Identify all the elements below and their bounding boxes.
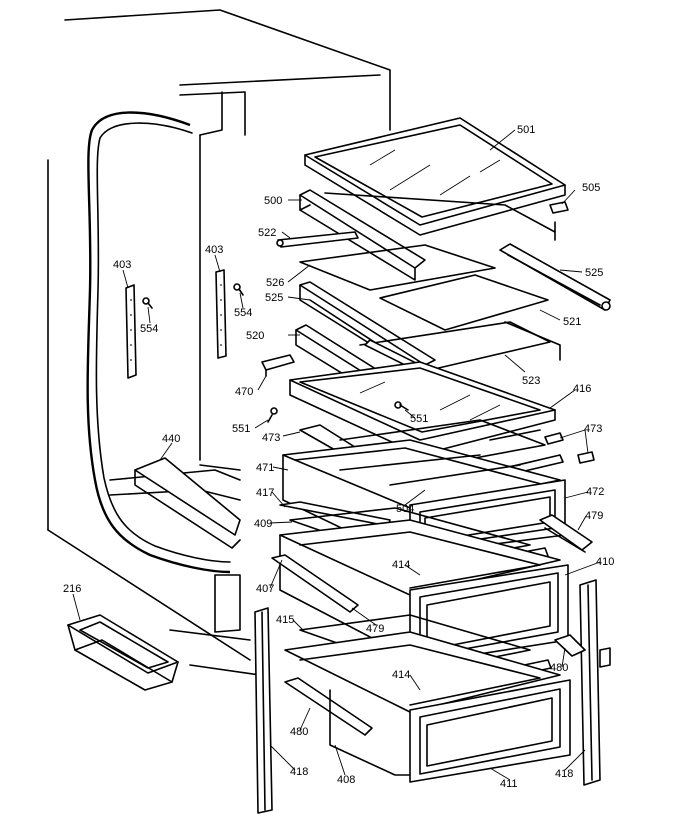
callout-500: 500 (264, 195, 282, 207)
callout-554-right: 554 (234, 307, 252, 319)
cover-473-right (544, 432, 595, 464)
panel-521 (379, 274, 549, 331)
leader-lines (72, 129, 601, 781)
slide-480-left (284, 677, 373, 736)
callout-526: 526 (266, 277, 284, 289)
rail-418-left (254, 607, 273, 814)
bracket-470 (261, 354, 295, 377)
rail-418-right (579, 579, 611, 786)
cover-440 (134, 457, 241, 549)
callout-labels: 501 505 500 522 525 526 525 521 520 523 … (63, 124, 614, 790)
callout-471: 471 (256, 462, 274, 474)
callout-418-left: 418 (290, 766, 308, 778)
callout-523: 523 (522, 375, 540, 387)
screw-554-left (142, 297, 153, 309)
pan-408 (284, 631, 561, 776)
callout-501: 501 (517, 124, 535, 136)
callout-408: 408 (337, 774, 355, 786)
callout-520: 520 (246, 330, 264, 342)
callout-480-right: 480 (550, 662, 568, 674)
callout-414-upper: 414 (392, 559, 410, 571)
callout-473-right: 473 (584, 423, 602, 435)
callout-472: 472 (586, 486, 604, 498)
callout-410: 410 (596, 556, 614, 568)
callout-216: 216 (63, 583, 81, 595)
screw-551-center (394, 401, 409, 411)
callout-521: 521 (563, 316, 581, 328)
callout-414-lower: 414 (392, 669, 410, 681)
slide-479-left (271, 554, 359, 613)
callout-470: 470 (235, 386, 253, 398)
callout-480-left: 480 (290, 726, 308, 738)
rail-417 (279, 501, 391, 527)
callout-473-left: 473 (262, 432, 280, 444)
callout-479-left: 479 (366, 623, 384, 635)
screw-551-left (267, 407, 278, 423)
callout-407: 407 (256, 583, 274, 595)
callout-551-left: 551 (232, 423, 250, 435)
callout-416: 416 (573, 383, 591, 395)
callout-479-right: 479 (585, 510, 603, 522)
callout-554-left: 554 (140, 323, 158, 335)
clip-505 (549, 201, 569, 214)
liner-rail-403-right (215, 269, 227, 359)
callout-403-left: 403 (113, 259, 131, 271)
bin-216 (67, 614, 179, 691)
callout-551-center: 551 (410, 413, 428, 425)
callout-418-right: 418 (555, 768, 573, 780)
callout-525-left: 525 (265, 292, 283, 304)
callout-505: 505 (582, 182, 600, 194)
refrigerator-cabinet (47, 9, 391, 676)
screw-554-right (233, 283, 244, 296)
callout-522: 522 (258, 227, 276, 239)
callout-504: 504 (396, 503, 414, 515)
callout-409: 409 (254, 518, 272, 530)
callout-415: 415 (276, 614, 294, 626)
slide-479-right (539, 514, 593, 553)
liner-rail-403-left (125, 284, 137, 379)
callout-411: 411 (500, 778, 518, 790)
slide-480-right (554, 634, 586, 657)
callout-525-right: 525 (585, 267, 603, 279)
drawer-front-411 (409, 679, 571, 783)
callout-417: 417 (256, 487, 274, 499)
callout-440: 440 (162, 433, 180, 445)
callout-403-right: 403 (205, 244, 223, 256)
panel-526 (299, 244, 496, 291)
rail-525-right (499, 243, 611, 311)
rail-522 (276, 231, 359, 248)
